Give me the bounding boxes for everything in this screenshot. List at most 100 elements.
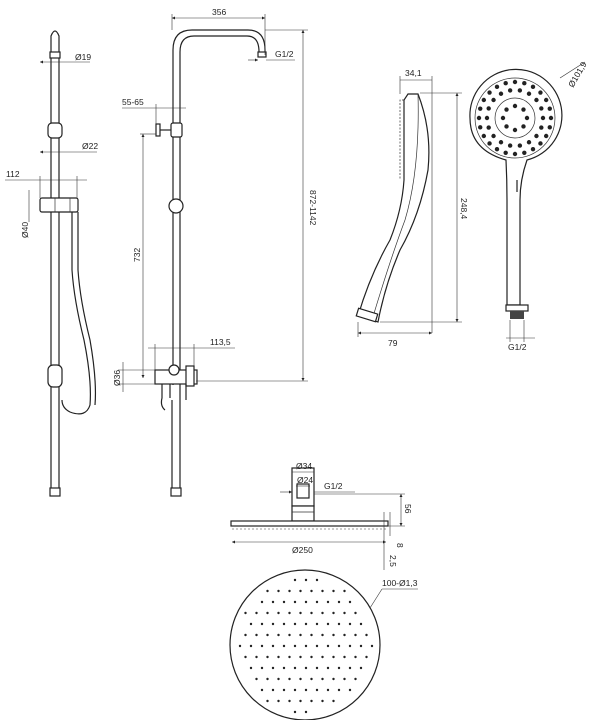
nozzle-dot <box>547 125 552 130</box>
nozzle-dot <box>522 81 527 86</box>
nozzle-dot <box>282 688 286 692</box>
mixer-handle <box>185 365 195 387</box>
plate-nozzles <box>238 578 374 714</box>
nozzle-dot <box>310 589 313 593</box>
shower-hose <box>61 212 91 415</box>
nozzle-dot <box>337 644 341 648</box>
hand-shower-width-label: 79 <box>388 338 398 348</box>
nozzle-dot <box>343 655 346 659</box>
nozzle-dot <box>255 633 258 637</box>
nozzle-dot <box>293 578 297 582</box>
arm-inner-dia-label: Ø24 <box>297 475 313 485</box>
overhead-shower-top-view: 100-Ø1,3 <box>229 569 418 720</box>
nozzle-dot <box>522 150 527 155</box>
nozzle-dot <box>539 125 544 130</box>
nozzle-dot <box>512 151 518 157</box>
nozzle-dot <box>266 633 269 637</box>
overhead-height-label: 56 <box>403 504 413 514</box>
nozzle-dot <box>288 633 291 637</box>
nozzle-dot <box>255 655 258 659</box>
nozzle-dot <box>326 644 330 648</box>
nozzle-dot <box>299 633 302 637</box>
nozzle-dot <box>277 655 280 659</box>
nozzle-dot <box>293 688 297 692</box>
plate-thickness-label: 8 <box>395 543 405 548</box>
nozzle-dot <box>310 699 313 703</box>
nozzle-dot <box>271 600 275 604</box>
nozzle-dot <box>244 655 247 659</box>
nozzle-dot <box>293 622 297 626</box>
nozzle-dot <box>512 79 518 85</box>
nozzle-dot <box>365 633 368 637</box>
dia-mid-label: Ø22 <box>82 141 98 151</box>
nozzle-dot <box>486 106 491 111</box>
mixer-outlets <box>160 384 187 411</box>
nozzle-dot <box>521 124 526 129</box>
rail-bar <box>50 30 60 495</box>
nozzle-dot <box>343 589 346 593</box>
nozzle-dot <box>271 644 275 648</box>
nozzle-dot <box>326 688 330 692</box>
rail-top-cap <box>49 51 61 59</box>
nozzle-dot <box>337 622 341 626</box>
nozzle-dot <box>504 124 509 129</box>
nozzle-dot <box>260 622 264 626</box>
nozzle-dot <box>526 91 532 96</box>
nozzle-dot <box>266 611 269 615</box>
nozzle-dot <box>282 644 286 648</box>
arm-length-label: 356 <box>212 7 226 17</box>
head-dia-label: Ø101,9 <box>566 60 589 89</box>
nozzle-dot <box>354 633 357 637</box>
nozzle-dot <box>238 644 242 648</box>
nozzle-dot <box>507 143 513 148</box>
nozzle-dot <box>538 141 543 146</box>
nozzle-dot <box>332 633 335 637</box>
nozzle-dot <box>348 600 352 604</box>
nozzle-dot <box>321 633 324 637</box>
nozzle-dot <box>255 677 258 681</box>
nozzle-dot <box>348 622 352 626</box>
nozzle-dot <box>332 677 335 681</box>
nozzle-dot <box>293 666 297 670</box>
plate-dia-label: Ø250 <box>292 545 313 555</box>
nozzle-dot <box>326 622 330 626</box>
nozzle-dot <box>304 622 308 626</box>
nozzle-dot <box>266 655 269 659</box>
nozzle-dot <box>260 688 264 692</box>
nozzle-dot <box>507 88 513 93</box>
nozzle-dot <box>304 578 308 582</box>
diverter-knob <box>168 198 184 214</box>
nozzle-dot <box>288 699 291 703</box>
nozzle-dot <box>277 589 280 593</box>
nozzle-dot <box>288 589 291 593</box>
nozzle-dot <box>293 644 297 648</box>
nozzle-dot <box>332 589 335 593</box>
nozzle-dot <box>277 611 280 615</box>
nozzle-dot <box>343 633 346 637</box>
nozzle-dot <box>337 600 341 604</box>
nozzle-dot <box>332 655 335 659</box>
holder-offset-label: 112 <box>6 169 20 179</box>
plate-edge-label: 2,5 <box>388 555 398 567</box>
nozzle-dot <box>538 90 543 95</box>
nozzle-dot <box>266 699 269 703</box>
hand-shower-front-view: Ø101,9 G1/2 <box>469 60 589 352</box>
mixer-width-label: 113,5 <box>210 337 231 347</box>
shower-plate-round <box>229 569 381 720</box>
nozzle-dot <box>500 115 506 121</box>
nozzle-dot <box>487 90 492 95</box>
nozzle-dot <box>304 600 308 604</box>
nozzle-dot <box>524 115 530 121</box>
nozzle-dot <box>299 655 302 659</box>
nozzle-dot <box>249 622 253 626</box>
nozzle-dot <box>494 146 500 152</box>
nozzle-dot <box>282 622 286 626</box>
nozzle-dot <box>326 600 330 604</box>
nozzle-dot <box>512 103 518 109</box>
nozzle-dot <box>337 666 341 670</box>
nozzle-dot <box>530 146 536 152</box>
hand-shower-body <box>469 68 563 306</box>
total-height-label: 872-1142 <box>308 190 318 226</box>
nozzle-dot <box>332 699 335 703</box>
